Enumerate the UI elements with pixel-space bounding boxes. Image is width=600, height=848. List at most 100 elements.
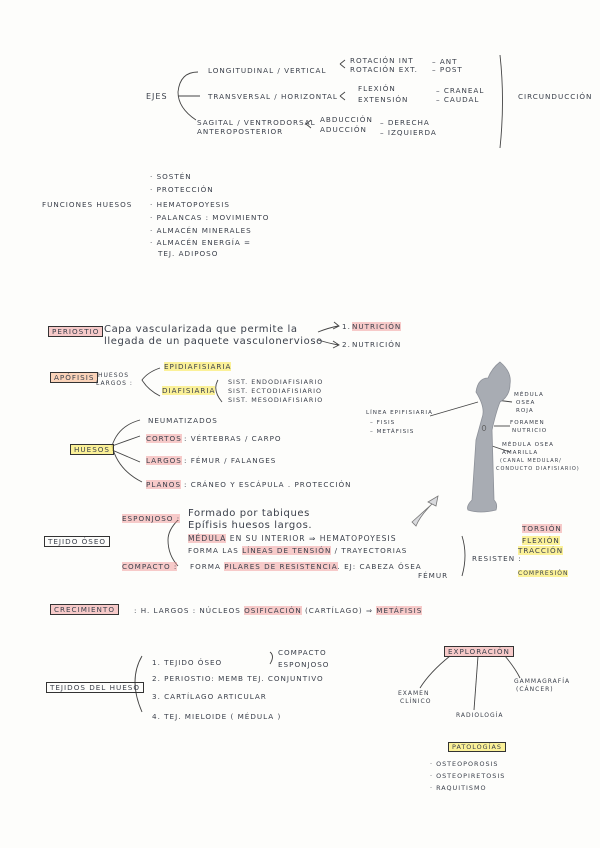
patologias-label: PATOLOGÍAS [448, 742, 506, 752]
compacto-femur: FÉMUR [418, 571, 449, 580]
aduccion-label: ADUCCIÓN [320, 125, 367, 134]
huesos-brace [111, 419, 143, 483]
foramen-2: NUTRICIO [512, 428, 548, 434]
crec-a: : H. LARGOS : NÚCLEOS [134, 606, 245, 615]
diafisiaria-brace [215, 379, 223, 403]
esp-4-end: / TRAYECTORIAS [331, 546, 408, 555]
caudal-label: – CAUDAL [436, 95, 480, 104]
ejes-arrow-3 [305, 119, 312, 129]
sist-mesodiafisiario: SIST. MESODIAFISIARIO [228, 396, 324, 404]
comp-end: . EJ: CABEZA ÓSEA [337, 562, 422, 571]
sist-ectodiafisiario: SIST. ECTODIAFISIARIO [228, 387, 323, 395]
ejes-arrow-1 [339, 59, 346, 69]
apofisis-label: APÓFISIS [50, 372, 99, 383]
rotacion-ext: ROTACIÓN EXT. [350, 65, 418, 74]
sist-endodiafisiario: SIST. ENDODIAFISIARIO [228, 378, 324, 386]
ejes-arrow-2 [339, 91, 346, 101]
tejido-oseo-brace [269, 651, 273, 665]
bone-pointer-linea [429, 401, 479, 417]
femur-drawing [467, 361, 511, 513]
radiologia: RADIOLOGÍA [456, 712, 504, 719]
tejido-brace [167, 519, 179, 567]
funcion-item: · HEMATOPOYESIS [150, 200, 230, 209]
torsion: TORSIÓN [522, 524, 562, 533]
ejes-title: EJES [146, 92, 168, 101]
craneal-label: – CRANEAL [436, 86, 485, 95]
funcion-item: · ALMACÉN MINERALES [150, 226, 252, 235]
medula-amarilla-3: (CANAL MEDULAR/ [500, 458, 562, 464]
esponjoso-line-2: Epífisis huesos largos. [188, 520, 313, 531]
metafisis-label: – METÁFISIS [370, 429, 415, 435]
compacto-label: COMPACTO : [122, 562, 178, 571]
tejido-adiposo: TEJ. ADIPOSO [158, 249, 219, 258]
gammagrafia-2: (CÁNCER) [516, 686, 554, 693]
esponjoso-line-4: FORMA LAS LÍNEAS DE TENSIÓN / TRAYECTORI… [188, 546, 407, 555]
traccion: TRACCIÓN [518, 546, 564, 555]
periostio-line-2: llegada de un paquete vasculonervioso [104, 336, 323, 347]
planos: PLANOS [146, 480, 182, 489]
flexion-resiste: FLEXIÓN [522, 536, 560, 545]
cortos: CORTOS [146, 434, 182, 443]
bone-pointer-medula-amarilla [491, 445, 511, 453]
eje-transversal: TRANSVERSAL / HORIZONTAL [208, 92, 338, 101]
funcion-item: · PROTECCIÓN [150, 185, 214, 194]
nutricion-1: nutrición [352, 322, 402, 331]
examen-2: CLÍNICO [400, 698, 432, 705]
extension-label: EXTENSIÓN [358, 95, 409, 104]
medula-amarilla-2: AMARILLA [502, 450, 539, 456]
ejes-brace [177, 71, 199, 121]
resisten-label: RESISTEN : [472, 554, 522, 563]
tejido-item-4: 4. TEJ. MIELOIDE ( MÉDULA ) [152, 712, 282, 721]
tejido-item-1: 1. TEJIDO ÓSEO [152, 658, 223, 667]
eje-sagital-1: SAGITAL / VENTRODORSAL [197, 118, 316, 127]
largos: LARGOS [146, 456, 182, 465]
eje-longitudinal: LONGITUDINAL / VERTICAL [208, 66, 327, 75]
explor-line-2 [473, 655, 479, 711]
huesos-largos-1: HUESOS [98, 372, 130, 379]
patologia-item: · RAQUITISMO [430, 784, 487, 792]
nutricion-2: nutrición [352, 340, 402, 349]
medula-roja-2: OSEA [516, 400, 536, 406]
nutricion-num-2: 2. [342, 340, 351, 349]
medula-roja-3: ROJA [516, 408, 534, 414]
diafisiaria: DIAFISIARIA [162, 386, 216, 395]
medula-amarilla-4: CONDUCTO DIAFISIARIO) [496, 466, 580, 472]
metafisis-highlight: METÁFISIS [376, 606, 423, 615]
compacto-line: FORMA PILARES DE RESISTENCIA. EJ: CABEZA… [190, 562, 422, 571]
esponjoso-line-3: Médula en su interior ⇒ HEMATOPOYESIS [188, 534, 397, 543]
circunduccion-label: CIRCUNDUCCIÓN [518, 92, 593, 101]
abduccion-label: ABDUCCIÓN [320, 115, 373, 124]
cortos-ejemplo: : VÉRTEBRAS / CARPO [184, 434, 282, 443]
lineas-tension-highlight: LÍNEAS DE TENSIÓN [242, 546, 332, 555]
tejido-esponjoso: ESPONJOSO [278, 660, 330, 669]
epidiafisiaria: EPIDIAFISIARIA [164, 362, 232, 371]
big-arrow-icon [411, 495, 439, 527]
foramen-1: FORAMEN [510, 420, 545, 426]
fisis-label: – FISIS [370, 420, 396, 426]
tejidos-hueso-label: TEJIDOS DEL HUESO [46, 682, 145, 693]
huesos-label: HUESOS [70, 444, 114, 455]
planos-ejemplo: : CRÁNEO Y ESCÁPULA . PROTECCIÓN [184, 480, 352, 489]
patologia-item: · OSTEOPOROSIS [430, 760, 499, 768]
eje-sagital-2: ANTEROPOSTERIOR [197, 127, 284, 136]
huesos-largos-2: LARGOS : [96, 380, 133, 387]
gammagrafia-1: GAMMAGRAFÍA [514, 678, 571, 685]
examen-1: EXAMEN [398, 690, 430, 697]
patologia-item: · OSTEOPIRETOSIS [430, 772, 506, 780]
funciones-title: FUNCIONES HUESOS [42, 200, 133, 209]
esp-3-end: ⇒ HEMATOPOYESIS [305, 534, 397, 543]
compresion: COMPRESIÓN [518, 570, 569, 577]
periostio-line-1: Capa vascularizada que permite la [104, 324, 298, 335]
medula-highlight: Médula [188, 534, 227, 543]
largos-ejemplo: : FÉMUR / FALANGES [184, 456, 277, 465]
rotacion-int: ROTACIÓN INT [350, 56, 414, 65]
periostio-label: PERIOSTIO [48, 326, 104, 337]
nutricion-num-1: 1. [342, 322, 351, 331]
flexion-label: FLEXIÓN [358, 84, 396, 93]
tejido-compacto: COMPACTO [278, 648, 327, 657]
medula-roja-1: MÉDULA [514, 392, 544, 398]
crec-c: (CARTÍLAGO) ⇒ [301, 606, 377, 615]
crecimiento-label: CRECIMIENTO [50, 604, 119, 615]
linea-epifisiaria: LÍNEA EPIFISIARIA [366, 410, 433, 416]
